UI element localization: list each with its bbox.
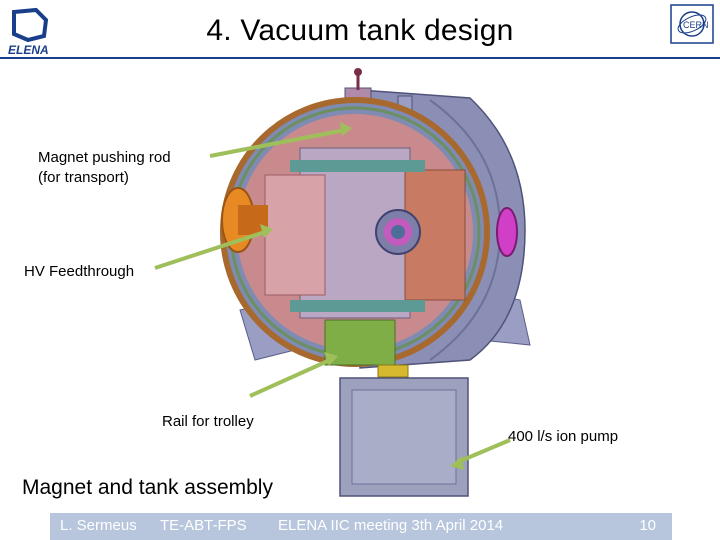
slide-title: 4. Vacuum tank design bbox=[206, 14, 514, 47]
footer-author: L. Sermeus bbox=[60, 517, 137, 534]
pushrod-arrow-line bbox=[209, 128, 346, 158]
label-pushing-rod-line2: (for transport) bbox=[38, 169, 129, 186]
pump-arrow-head bbox=[450, 456, 464, 470]
label-pushing-rod-line1: Magnet pushing rod bbox=[38, 149, 171, 166]
label-rail-trolley: Rail for trolley bbox=[162, 413, 254, 430]
slide-caption: Magnet and tank assembly bbox=[22, 476, 273, 499]
rail-arrow-line bbox=[249, 358, 331, 398]
trolley-rail-block bbox=[324, 319, 396, 366]
label-hv-feedthrough: HV Feedthrough bbox=[24, 263, 135, 280]
label-pushing-rod: Magnet pushing rod (for transport) bbox=[38, 148, 171, 188]
magnet-pole-left bbox=[264, 174, 326, 296]
beam-port-core bbox=[391, 225, 405, 239]
cern-logo: CERN bbox=[670, 4, 714, 44]
support-rail-bottom bbox=[290, 300, 425, 312]
footer-group: TE-ABT-FPS bbox=[160, 517, 247, 534]
elena-logo-text: ELENA bbox=[8, 43, 49, 57]
top-valve-handle bbox=[354, 68, 362, 76]
elena-logo-ring bbox=[12, 7, 49, 43]
footer-page-number: 10 bbox=[639, 517, 656, 534]
ion-pump-panel bbox=[351, 389, 457, 485]
title-rule bbox=[0, 57, 720, 59]
footer-bar: L. Sermeus TE-ABT-FPS ELENA IIC meeting … bbox=[50, 513, 672, 540]
rail-arrow-head bbox=[324, 352, 338, 366]
pump-arrow-line bbox=[457, 438, 511, 464]
elena-logo: ELENA bbox=[8, 7, 49, 57]
footer-meeting: ELENA IIC meeting 3th April 2014 bbox=[278, 517, 504, 534]
hv-arrow-line bbox=[154, 230, 266, 270]
hv-arrow-head bbox=[260, 224, 273, 238]
label-ion-pump: 400 l/s ion pump bbox=[508, 428, 619, 445]
support-rail-top bbox=[290, 160, 425, 172]
cern-logo-text: CERN bbox=[683, 20, 709, 30]
pushrod-arrow-head bbox=[340, 122, 352, 136]
pump-connector bbox=[377, 364, 409, 378]
side-port-right bbox=[496, 207, 518, 257]
cern-logo-orbit bbox=[677, 14, 707, 34]
